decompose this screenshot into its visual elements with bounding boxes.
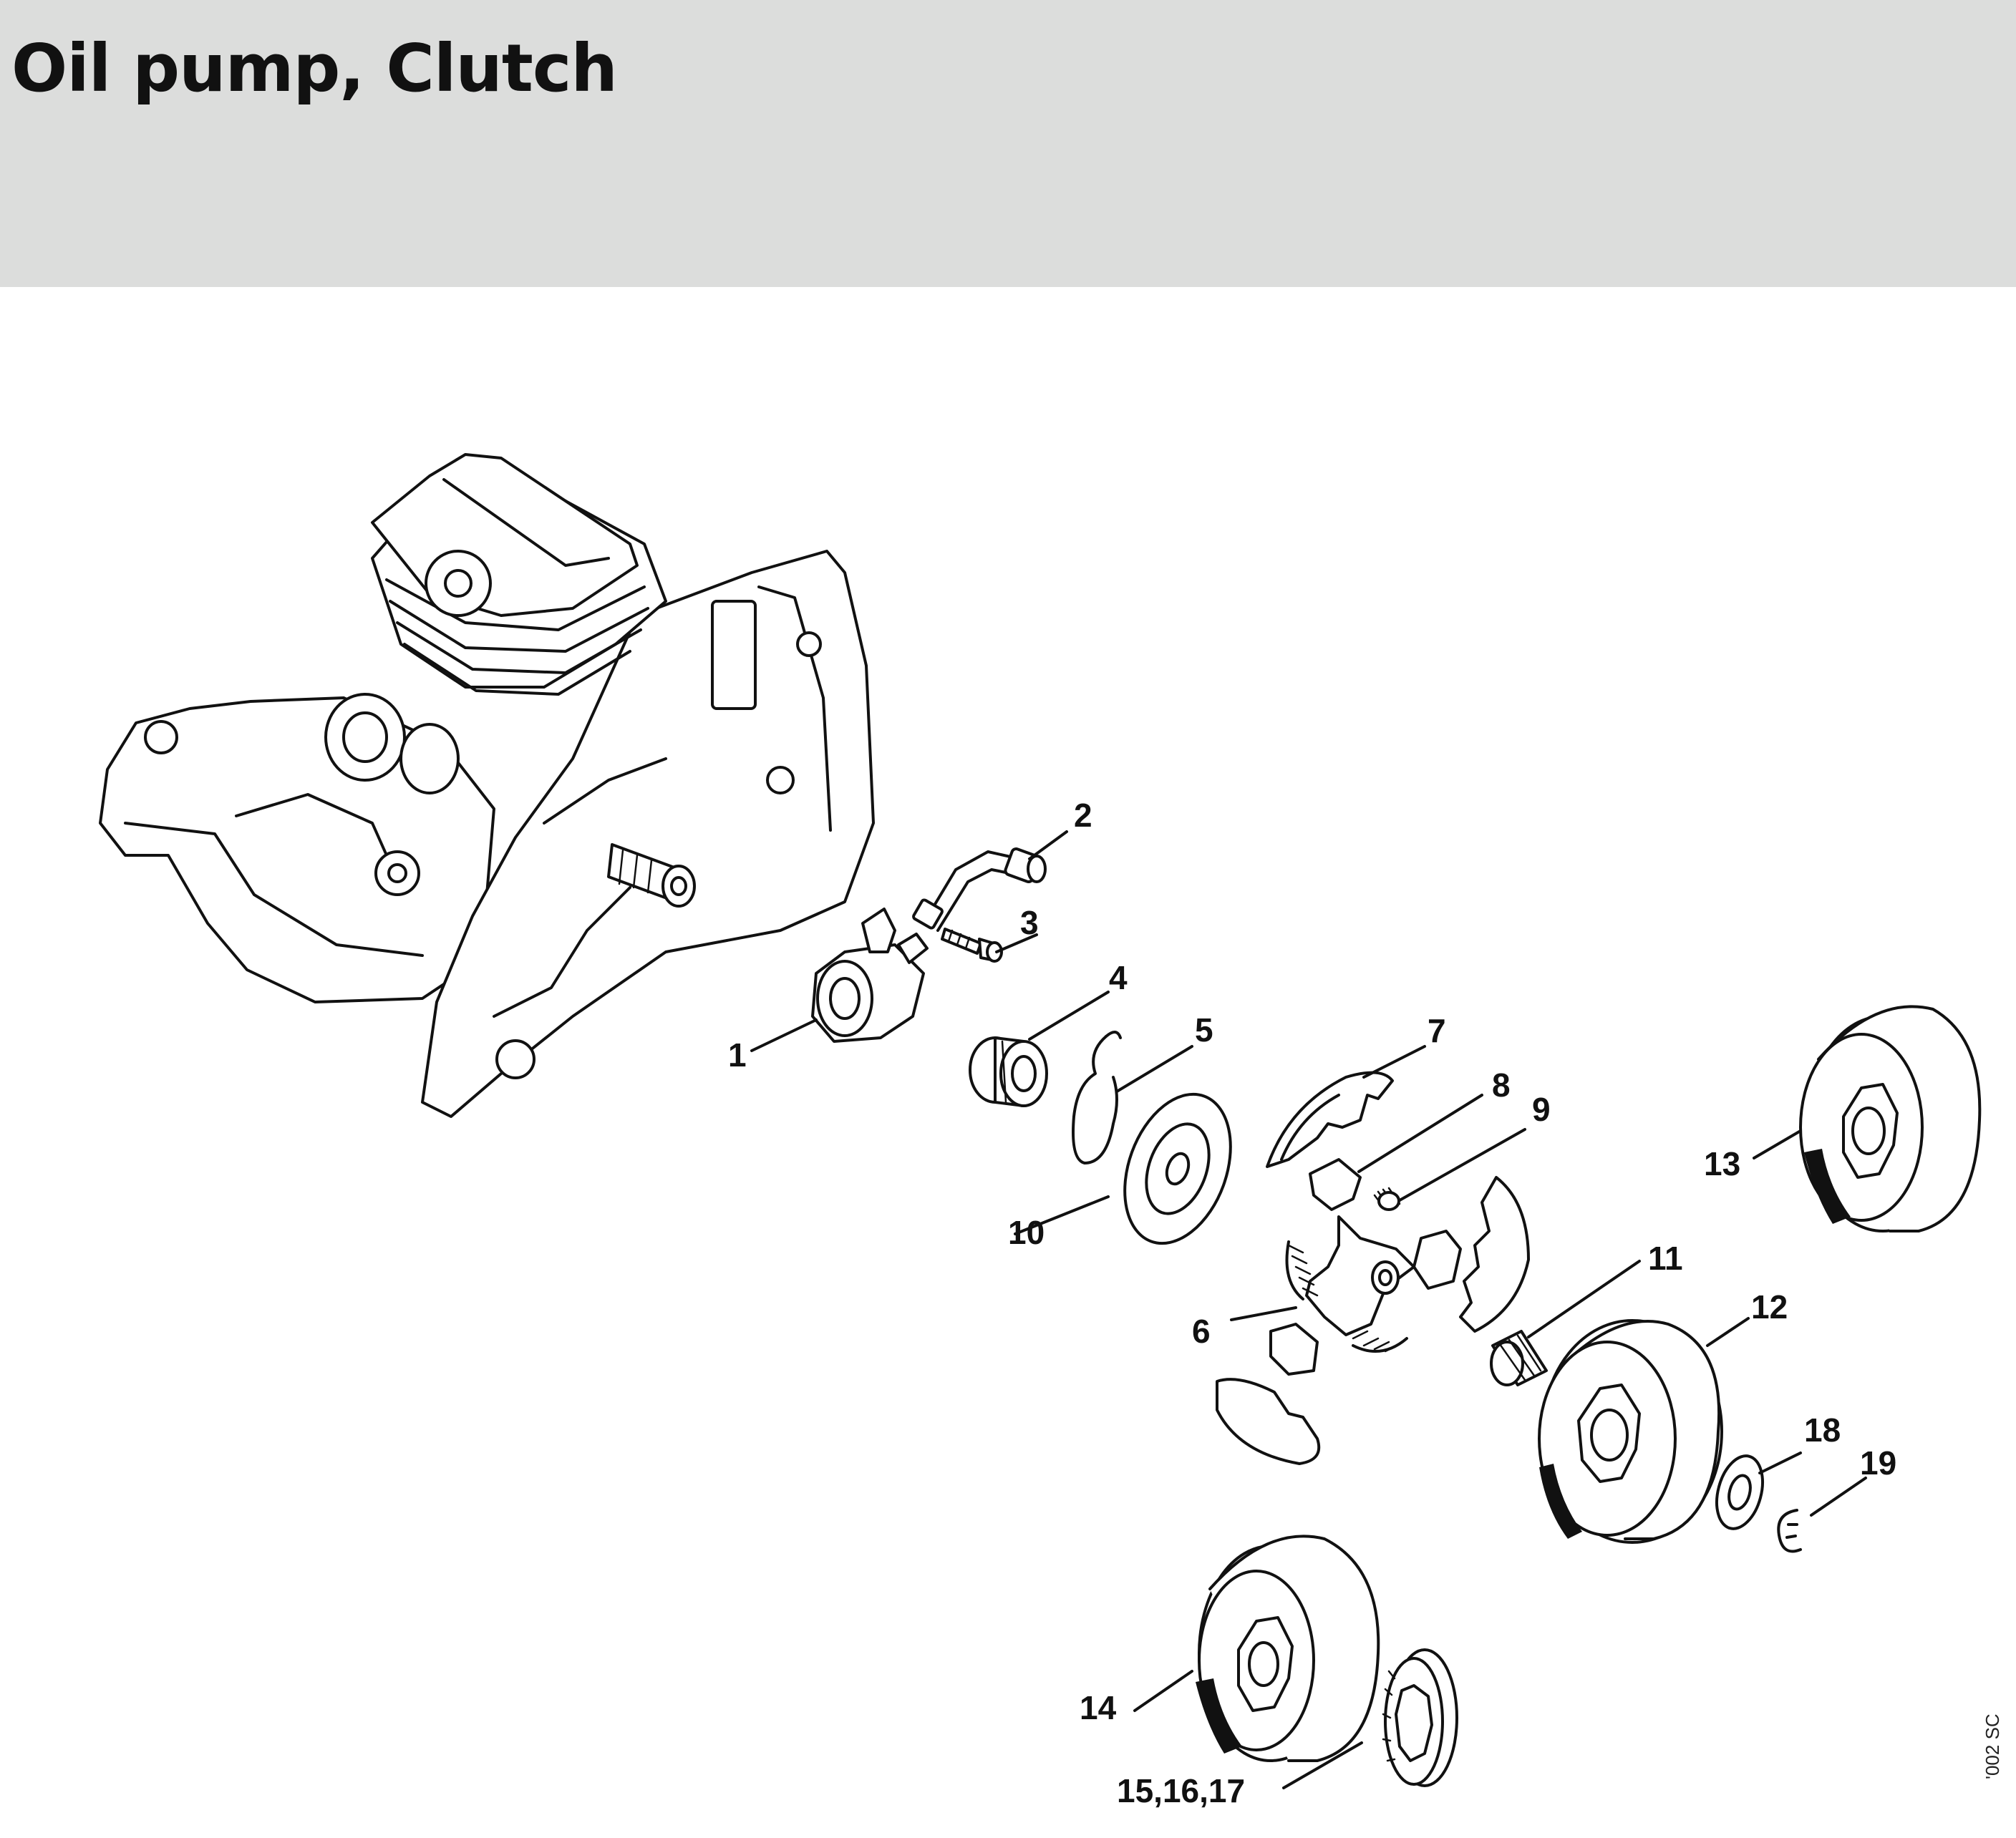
callout-7: 7 [1428,1012,1446,1049]
e-clip-drawing [1777,1509,1802,1553]
callout-6: 6 [1192,1313,1211,1350]
needle-cage-drawing [1490,1330,1548,1386]
leader-lines [750,830,1867,1789]
callout-19: 19 [1860,1444,1896,1482]
callout-14: 14 [1080,1689,1117,1726]
callout-15-16-17: 15,16,17 [1117,1772,1245,1809]
oil-pump-drawing [811,908,929,1043]
callout-13: 13 [1704,1145,1740,1182]
clutch-drum-12-drawing [1538,1319,1723,1544]
thrust-plate-drawing [1123,1092,1232,1245]
callout-8: 8 [1492,1066,1511,1104]
callout-10: 10 [1008,1214,1045,1251]
drawing-reference-code: '002 SC [1982,1713,2003,1779]
callout-9: 9 [1532,1091,1551,1128]
clutch-drum-13-drawing [1799,1005,1982,1232]
callout-12: 12 [1751,1288,1788,1326]
screw-drawing [941,928,1003,963]
callout-11: 11 [1648,1240,1683,1277]
rim-sprocket-drawing [1382,1648,1458,1787]
washer-drawing [1715,1454,1764,1530]
callout-labels: 1 2 3 4 5 6 7 8 9 10 11 12 13 14 15,16,1… [728,797,1896,1809]
exploded-parts-diagram: 1 2 3 4 5 6 7 8 9 10 11 12 13 14 15,16,1… [99,453,1982,1809]
callout-18: 18 [1804,1411,1841,1449]
oil-hose-drawing [912,847,1047,932]
callout-5: 5 [1195,1011,1213,1049]
worm-drawing [969,1036,1048,1107]
callout-1: 1 [728,1036,747,1074]
engine-crankcase-drawing [99,453,875,1118]
callout-2: 2 [1074,797,1092,834]
clutch-drum-14-drawing [1196,1535,1380,1762]
callout-4: 4 [1109,959,1128,996]
page-title: Oil pump, Clutch [11,30,618,107]
header-band: Oil pump, Clutch [0,0,2016,287]
clutch-assembly-drawing [1216,1071,1530,1465]
spring-clip-drawing [1072,1031,1122,1164]
callout-3: 3 [1020,904,1039,941]
